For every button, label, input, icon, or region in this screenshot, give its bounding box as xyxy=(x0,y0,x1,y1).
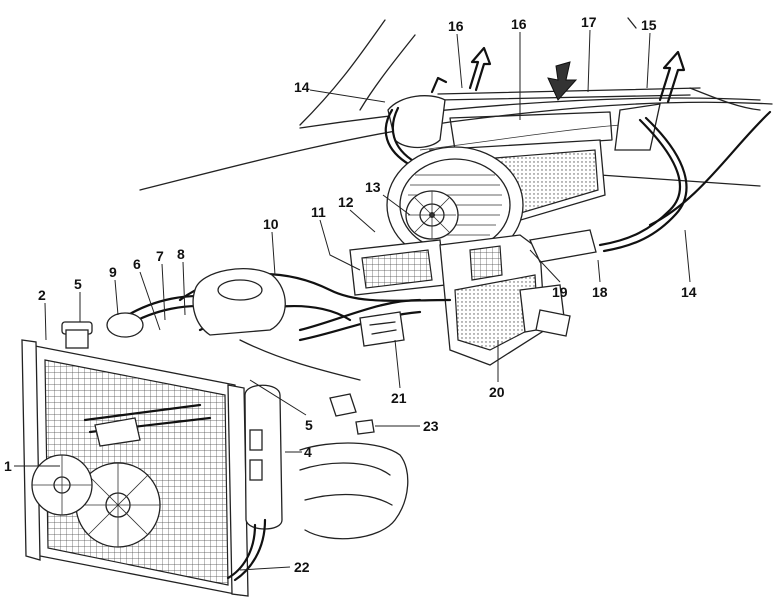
callout-13: 13 xyxy=(365,179,381,195)
callout-18: 18 xyxy=(592,284,608,300)
defroster-ducts xyxy=(387,95,661,151)
callout-8: 8 xyxy=(177,246,185,262)
callout-5-top: 5 xyxy=(74,276,82,292)
callout-20: 20 xyxy=(489,384,505,400)
callout-2: 2 xyxy=(38,287,46,303)
callout-10: 10 xyxy=(263,216,279,232)
callout-labels: 1 2 5 9 6 7 8 10 11 12 13 14 16 16 17 15… xyxy=(4,14,697,575)
callout-17: 17 xyxy=(581,14,597,30)
air-hoses xyxy=(384,106,772,253)
callout-5-lower: 5 xyxy=(305,417,313,433)
callout-16-left: 16 xyxy=(448,18,464,34)
blower-housing xyxy=(386,139,606,264)
callout-1: 1 xyxy=(4,458,12,474)
callout-11: 11 xyxy=(311,204,326,220)
callout-14-left: 14 xyxy=(294,79,310,95)
callout-9: 9 xyxy=(109,264,117,280)
expansion-tank xyxy=(192,268,286,336)
heater-core-box xyxy=(349,229,597,366)
air-intake-arrow xyxy=(547,61,578,101)
callout-22: 22 xyxy=(294,559,310,575)
radiator xyxy=(21,312,249,597)
callout-6: 6 xyxy=(133,256,141,272)
callout-12: 12 xyxy=(338,194,354,210)
callout-4: 4 xyxy=(304,444,312,460)
callout-19: 19 xyxy=(552,284,568,300)
engine-block xyxy=(299,442,409,540)
callout-23: 23 xyxy=(423,418,439,434)
callout-16-right: 16 xyxy=(511,16,527,32)
callout-7: 7 xyxy=(156,248,164,264)
control-valve xyxy=(329,311,405,435)
callout-15: 15 xyxy=(641,17,657,33)
overflow-reservoir xyxy=(226,384,283,582)
air-outlet-arrows xyxy=(430,46,686,104)
callout-14-right: 14 xyxy=(681,284,697,300)
leader-lines xyxy=(14,29,691,571)
callout-21: 21 xyxy=(391,390,407,406)
